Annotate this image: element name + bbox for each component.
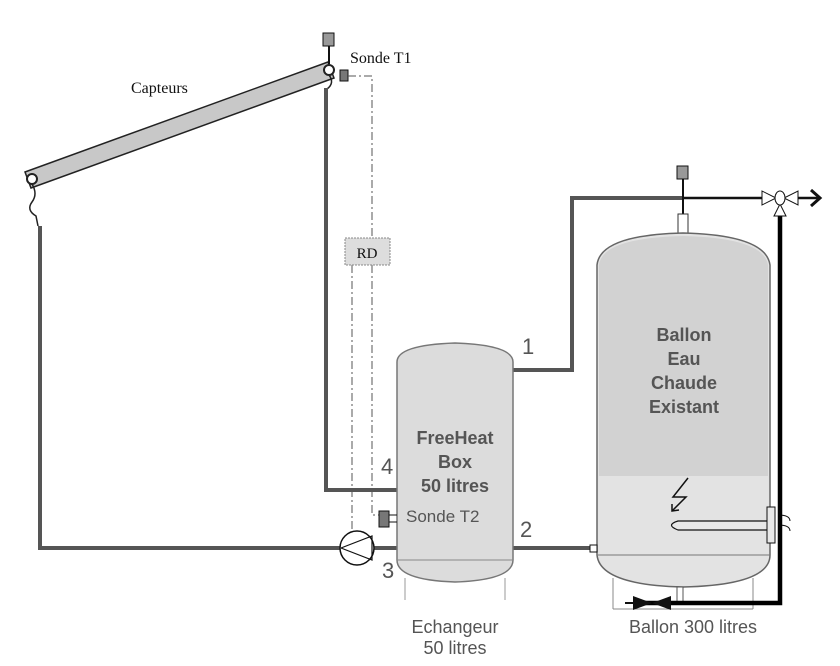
control-wiring xyxy=(348,75,380,530)
port-3-label: 3 xyxy=(382,558,394,583)
pipes xyxy=(38,88,683,550)
exchanger-caption-1: Echangeur xyxy=(411,617,498,637)
tank-name-2: Eau xyxy=(667,349,700,369)
exchanger-name-2: Box xyxy=(438,452,472,472)
tank-name-4: Existant xyxy=(649,397,719,417)
exchanger-caption-2: 50 litres xyxy=(423,638,486,658)
mixing-valve-icon xyxy=(761,188,823,217)
hot-water-tank xyxy=(589,232,771,610)
sensor-t1-label: Sonde T1 xyxy=(350,50,411,67)
air-vent-icon xyxy=(676,165,689,180)
cold-water-pipe xyxy=(640,210,783,606)
electric-heater-icon xyxy=(670,477,791,544)
outlet-arrow-icon xyxy=(810,188,823,208)
solar-collector xyxy=(24,61,335,227)
pump-icon xyxy=(339,530,375,566)
port-1-label: 1 xyxy=(522,334,534,359)
exchanger-name-1: FreeHeat xyxy=(416,428,493,448)
exchanger-volume: 50 litres xyxy=(421,476,489,496)
tank-caption: Ballon 300 litres xyxy=(629,617,757,637)
collectors-label: Capteurs xyxy=(131,80,188,97)
sensor-t1-icon xyxy=(339,69,349,82)
sensor-t2-icon xyxy=(378,510,397,528)
tank-name-3: Chaude xyxy=(651,373,717,393)
air-vent-icon xyxy=(322,32,335,64)
port-2-label: 2 xyxy=(520,517,532,542)
controller-label: RD xyxy=(357,246,378,262)
exchanger-tank xyxy=(396,342,514,600)
controller-box xyxy=(344,237,391,266)
port-4-label: 4 xyxy=(381,454,393,479)
drain-valve-icon xyxy=(625,596,671,610)
tank-name-1: Ballon xyxy=(656,325,711,345)
sensor-t2-label: Sonde T2 xyxy=(406,507,479,526)
